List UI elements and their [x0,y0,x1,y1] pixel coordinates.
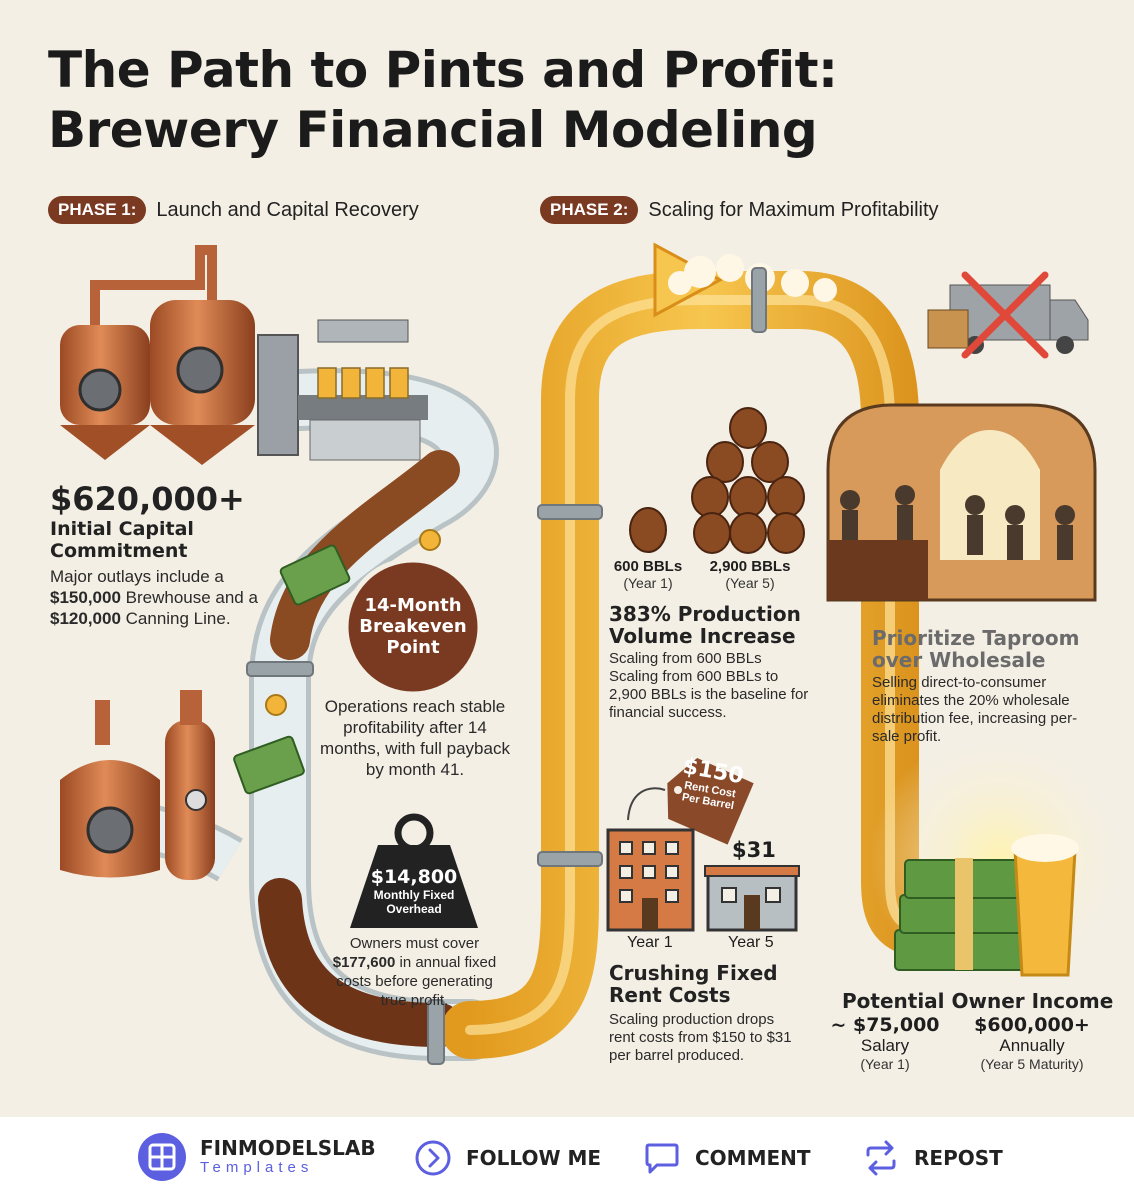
production-year1: 600 BBLs (Year 1) [613,558,683,591]
follow-label: FOLLOW ME [466,1146,602,1170]
overhead-desc: Owners must cover $177,600 in annual fix… [332,935,497,1009]
breakeven-label: 14-Month Breakeven Point [359,595,467,658]
weight-icon [350,813,478,928]
page-title: The Path to Pints and Profit: Brewery Fi… [48,40,1048,160]
production-year5: 2,900 BBLs (Year 5) [709,558,791,591]
rent-year5-label: Year 5 [728,934,774,951]
repost-label: REPOST [914,1146,1003,1170]
year1-building-icon [606,828,695,932]
capital-label-line2: Commitment [50,540,188,562]
rent-heading: Crushing Fixed Rent Costs [609,961,778,1007]
breakeven-circle [343,557,483,697]
rent-year1-label: Year 1 [627,934,673,951]
phase2-header: PHASE 2: Scaling for Maximum Profitabili… [540,196,939,224]
comment-icon [645,1143,679,1174]
capital-label-line1: Initial Capital [50,518,194,540]
truck-crossed-icon [927,271,1089,359]
rent-year5-amount: $31 [732,838,776,862]
year5-building-icon [704,865,800,932]
brand-logo[interactable]: FINMODELSLAB Templates [138,1133,376,1181]
phase1-badge: PHASE 1: [48,196,147,224]
fermenter-illustration [60,690,215,880]
grid-icon [138,1133,186,1181]
phase2-badge: PHASE 2: [540,196,639,224]
production-heading: 383% Production Volume Increase [609,602,801,648]
income-annual: $600,000+ Annually (Year 5 Maturity) [974,1014,1090,1072]
production-desc: Scaling from 600 BBLs Scaling from 600 B… [609,650,809,721]
repost-icon [866,1140,896,1176]
capital-desc: Major outlays include a $150,000 Brewhou… [50,567,258,628]
illustration [59,242,1130,1065]
chevron-right-circle-icon [415,1140,451,1176]
money-and-beer-illustration [870,730,1130,990]
brewhouse-illustration [60,245,428,465]
phase2-text: Scaling for Maximum Profitability [648,198,939,221]
brand-name: FINMODELSLAB [200,1136,376,1160]
pipe-joints [246,267,767,1065]
footer-bar: FINMODELSLAB Templates FOLLOW ME COMMENT… [0,1117,1134,1200]
phase1-header: PHASE 1: Launch and Capital Recovery [48,196,419,224]
follow-button[interactable]: FOLLOW ME [414,1139,601,1177]
comment-label: COMMENT [695,1146,811,1170]
page-title-line1: The Path to Pints and Profit: [48,41,838,99]
taproom-scene [826,403,1097,602]
income-salary: ~ $75,000 Salary (Year 1) [830,1014,940,1072]
rent-desc: Scaling production drops rent costs from… [609,1011,792,1064]
brand-sub: Templates [200,1159,314,1176]
taproom-heading: Prioritize Taproom over Wholesale [872,626,1080,672]
income-heading: Potential Owner Income [842,989,1114,1013]
taproom-desc: Selling direct-to-consumer eliminates th… [872,674,1078,745]
capital-label: Initial Capital Commitment [50,518,194,562]
breakeven-desc: Operations reach stable profitability af… [320,697,510,779]
phase1-text: Launch and Capital Recovery [156,198,419,221]
capital-amount: $620,000+ [50,480,245,518]
overhead-label: $14,800 Monthly Fixed Overhead [370,866,458,916]
page-title-line2: Brewery Financial Modeling [48,101,818,159]
money-illustration [233,529,441,795]
comment-button[interactable]: COMMENT [643,1139,811,1177]
repost-button[interactable]: REPOST [862,1139,1003,1177]
price-tag-icon [627,758,754,845]
barrels-illustration [629,407,805,554]
